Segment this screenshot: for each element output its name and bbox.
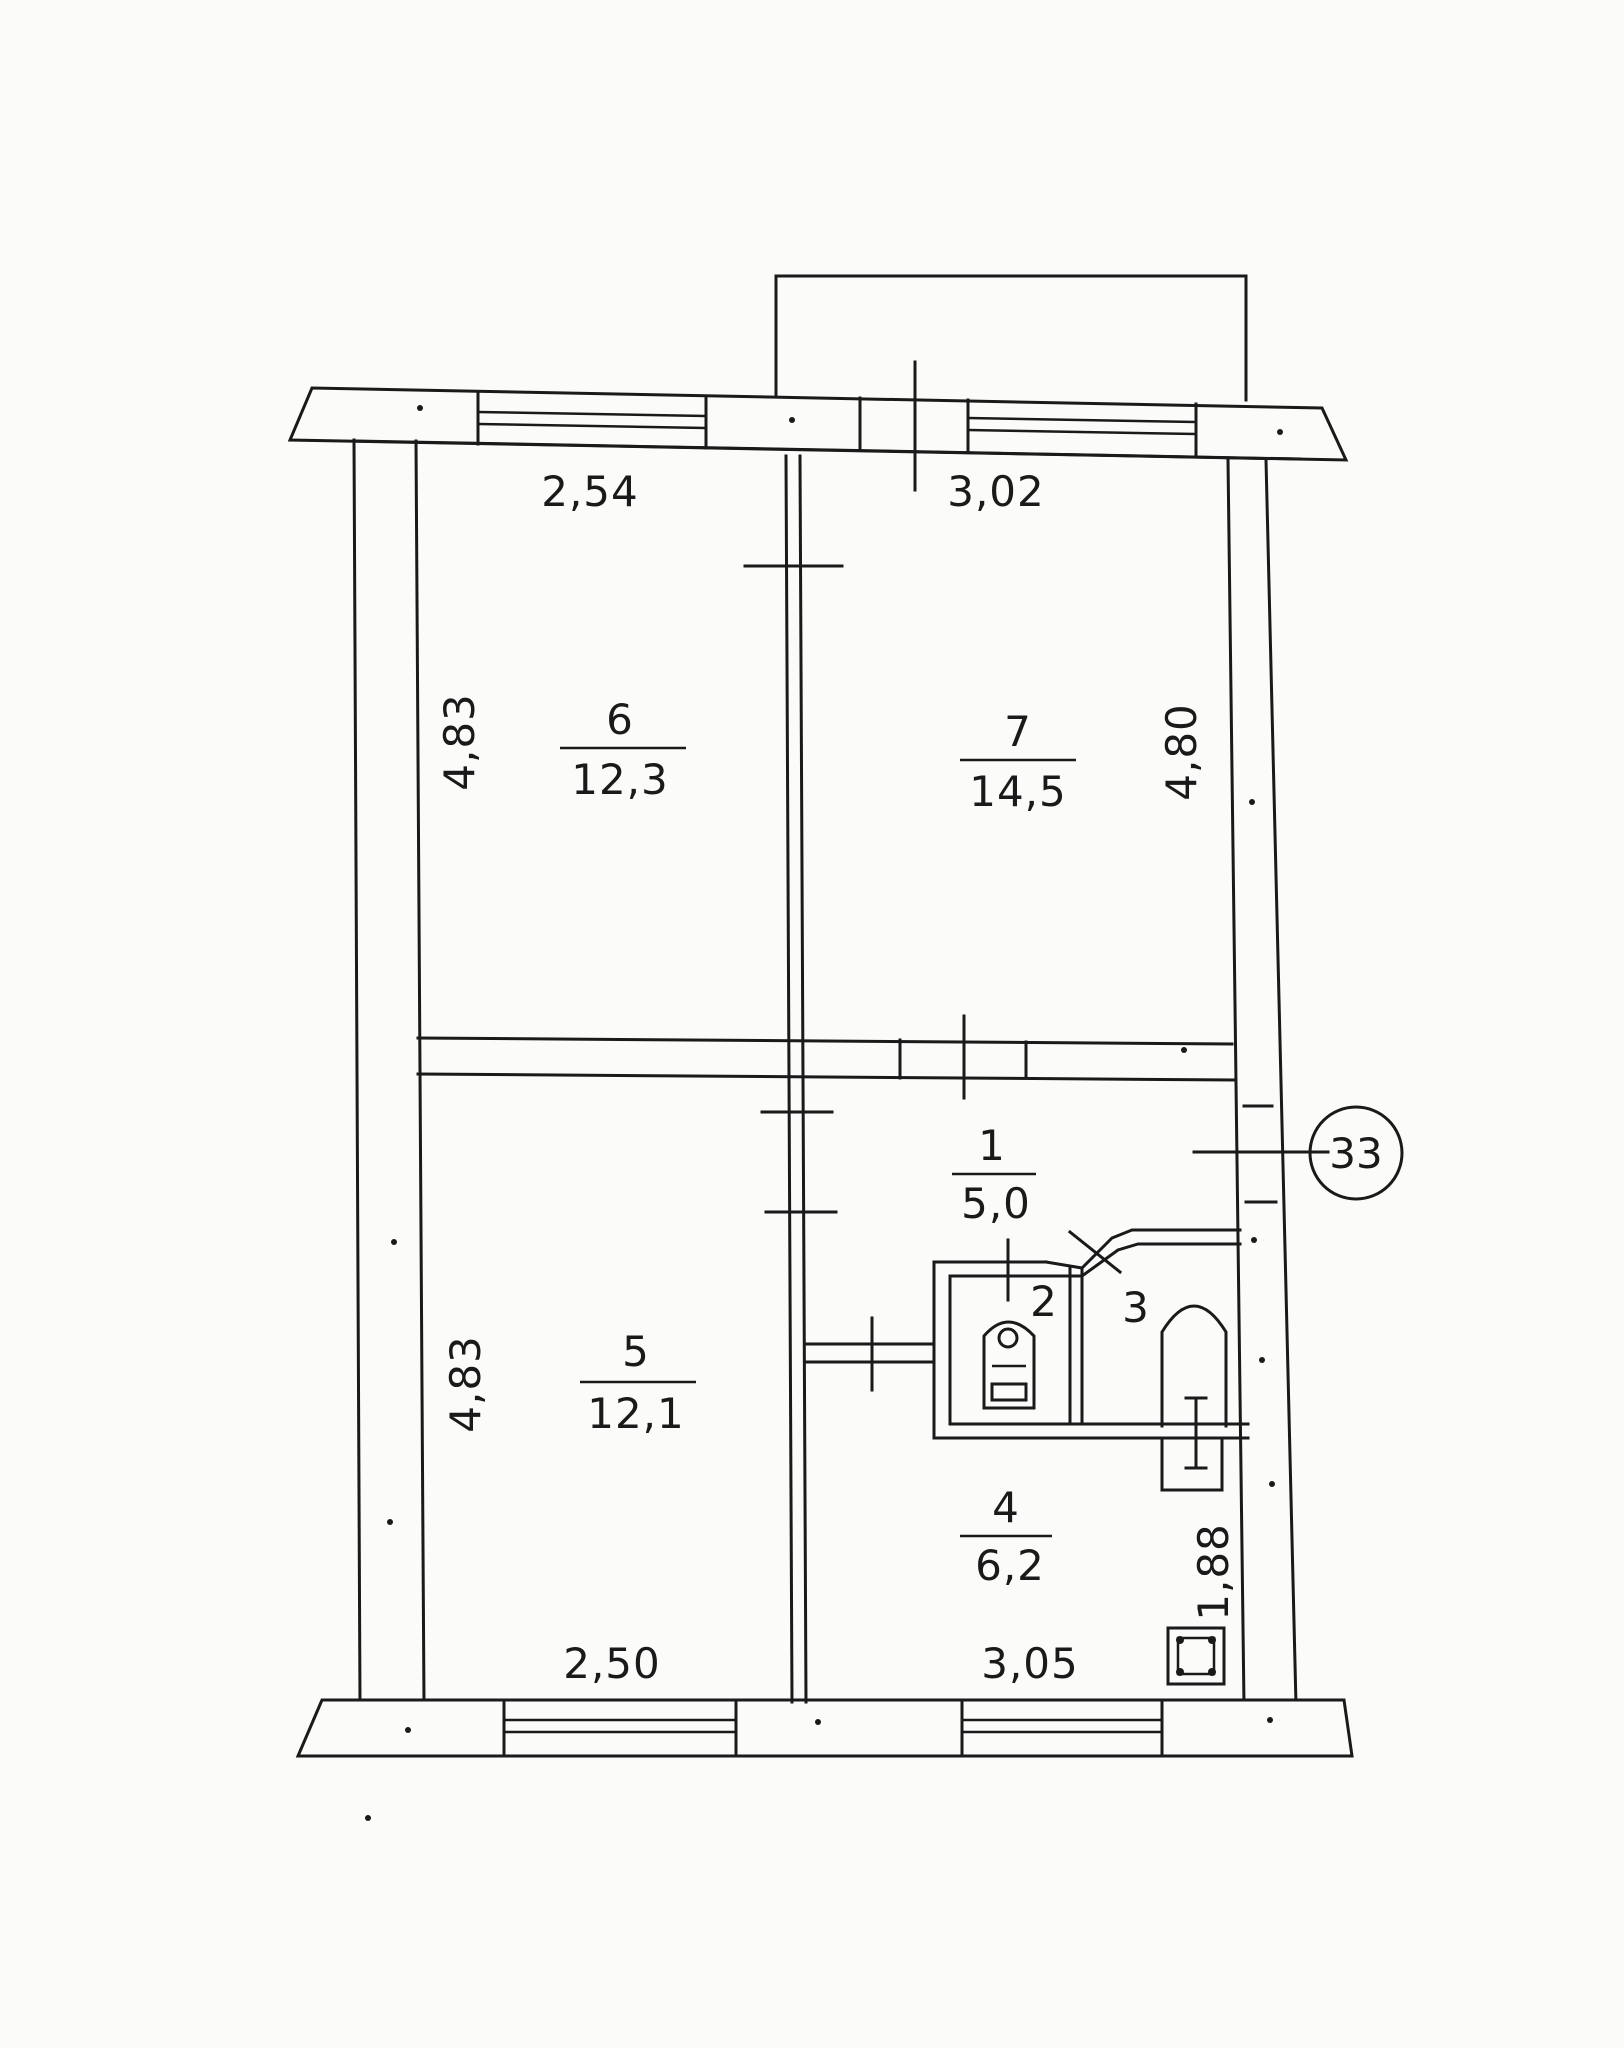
- svg-text:5: 5: [622, 1327, 650, 1376]
- top-wall-inner: [354, 439, 1302, 461]
- toilet-fixture: [982, 1320, 1036, 1410]
- room-7-label: 7 14,5: [960, 707, 1076, 816]
- door-room5: [804, 1316, 936, 1392]
- room-2-label: 2: [1030, 1277, 1058, 1326]
- svg-text:12,1: 12,1: [587, 1389, 685, 1438]
- marks: [365, 405, 1283, 1821]
- bathtub: [1160, 1304, 1228, 1428]
- top-window-right: [966, 398, 1198, 458]
- middle-wall: [416, 1014, 1236, 1100]
- svg-text:6,2: 6,2: [975, 1541, 1045, 1590]
- svg-text:12,3: 12,3: [571, 755, 669, 804]
- dim-top-left: 2,54: [541, 467, 639, 516]
- svg-text:7: 7: [1004, 707, 1032, 756]
- bottom-window-left: [502, 1698, 738, 1758]
- room-1-label: 1 5,0: [952, 1121, 1036, 1228]
- svg-text:14,5: 14,5: [969, 767, 1067, 816]
- marker-label: 33: [1329, 1129, 1382, 1178]
- bottom-window-right: [960, 1698, 1164, 1758]
- left-wall: [352, 438, 426, 1706]
- dim-top-right: 3,02: [947, 467, 1045, 516]
- room-6-label: 6 12,3: [560, 695, 686, 804]
- svg-text:6: 6: [606, 695, 634, 744]
- dim-right-upper: 4,80: [1157, 703, 1206, 801]
- bathroom-block: [932, 1228, 1250, 1440]
- svg-text:4: 4: [992, 1483, 1020, 1532]
- svg-text:5,0: 5,0: [961, 1179, 1031, 1228]
- dim-left-upper: 4,83: [435, 693, 484, 791]
- top-window-left: [476, 390, 708, 450]
- sink-fixture: [1160, 1396, 1224, 1492]
- room-3-label: 3: [1122, 1283, 1150, 1332]
- right-wall: [1226, 458, 1298, 1707]
- dim-bottom-left: 2,50: [563, 1639, 661, 1688]
- stove: [1166, 1626, 1226, 1686]
- bottom-wall: [295, 1698, 1354, 1758]
- room-4-label: 4 6,2: [960, 1483, 1052, 1590]
- central-partition: [743, 454, 844, 1704]
- dim-bottom-right: 3,05: [981, 1639, 1079, 1688]
- svg-text:1: 1: [978, 1121, 1006, 1170]
- dim-kitchen-depth: 1,88: [1189, 1523, 1238, 1621]
- balcony-outline: [774, 274, 1248, 402]
- dim-left-lower: 4,83: [441, 1335, 490, 1433]
- room-5-label: 5 12,1: [580, 1327, 696, 1438]
- marker-circle: [1308, 1105, 1404, 1201]
- top-wall: [287, 386, 1349, 462]
